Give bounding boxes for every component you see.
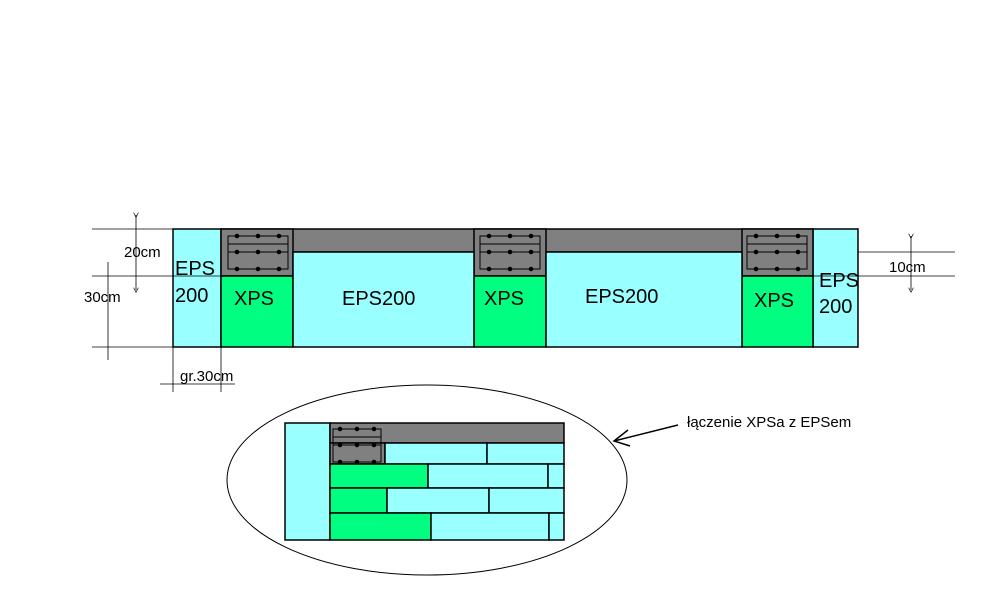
annotation-text: łączenie XPSa z EPSem xyxy=(687,414,851,431)
xps-label-3: XPS xyxy=(754,290,794,312)
detail-eps-r3a xyxy=(386,487,490,514)
detail-eps-r1b xyxy=(486,442,565,465)
eps200-label-2: EPS200 xyxy=(585,286,658,308)
eps200-label-1: EPS200 xyxy=(342,288,415,310)
annotation-arrow xyxy=(612,424,679,447)
dimension-lines xyxy=(92,215,955,392)
rebar-cage-3 xyxy=(746,233,808,272)
eps-right-column xyxy=(812,228,859,348)
xps-label-2: XPS xyxy=(484,288,524,310)
eps-right-label-1: EPS xyxy=(819,270,859,292)
eps-left-label-1: EPS xyxy=(175,258,215,280)
eps-left-column xyxy=(172,228,222,348)
detail-xps-r3 xyxy=(329,487,388,514)
detail-eps-r3b xyxy=(488,487,565,514)
detail-ellipse xyxy=(226,384,628,576)
detail-concrete-top xyxy=(329,422,565,444)
detail-rebar-cage xyxy=(332,426,382,465)
eps-right-label-2: 200 xyxy=(819,296,852,318)
detail-eps-r1a xyxy=(384,442,488,465)
rebar-cage-2 xyxy=(479,233,541,272)
detail-joint xyxy=(284,422,565,541)
eps200-block-2 xyxy=(545,251,743,348)
dimension-10cm: 10cm xyxy=(889,259,926,276)
detail-eps-r4a xyxy=(430,512,550,541)
xps-label-1: XPS xyxy=(234,288,274,310)
xps-block-2 xyxy=(473,275,547,348)
dimension-thickness: gr.30cm xyxy=(180,368,233,385)
detail-eps-column xyxy=(284,422,331,541)
dimension-30cm: 30cm xyxy=(84,289,121,306)
eps-left-label-2: 200 xyxy=(175,285,208,307)
eps200-block-1 xyxy=(292,251,475,348)
detail-xps-r4 xyxy=(329,512,432,541)
detail-eps-r2b xyxy=(547,463,565,489)
detail-eps-r2a xyxy=(427,463,549,489)
detail-eps-r4b xyxy=(548,512,565,541)
dimension-20cm: 20cm xyxy=(124,244,161,261)
detail-xps-r2 xyxy=(329,463,429,489)
rebar-cages xyxy=(227,233,808,272)
rebar-cage-1 xyxy=(227,233,289,272)
xps-block-1 xyxy=(220,275,294,348)
